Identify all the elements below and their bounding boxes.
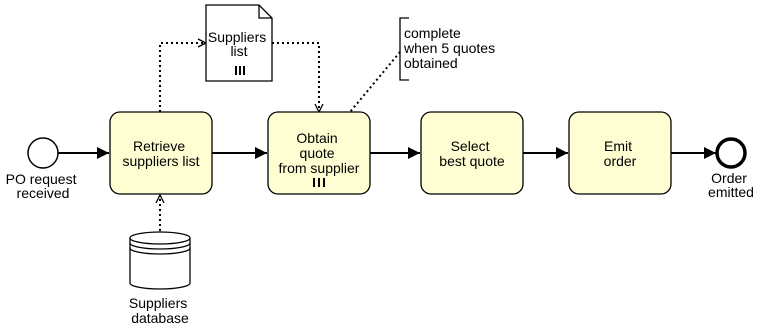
task-box [568, 111, 672, 195]
task-box [267, 111, 371, 195]
task-label: Emit order [604, 138, 637, 169]
task-label: Retrieve suppliers list [122, 138, 199, 169]
text-annotation[interactable]: complete when 5 quotes obtained [399, 17, 499, 81]
association-annotation-to-obtain [349, 51, 401, 113]
task-label: Select best quote [439, 138, 505, 169]
data-store-ring-2 [129, 247, 191, 255]
data-store-top [129, 231, 191, 245]
task-retrieve-suppliers-list[interactable]: Retrieve suppliers list [109, 111, 213, 195]
annotation-bracket [399, 17, 409, 81]
data-object-suppliers-list[interactable]: Suppliers list [205, 4, 273, 82]
data-object-shape [205, 4, 273, 82]
end-event[interactable] [715, 137, 747, 169]
task-box [420, 111, 524, 195]
task-label: Obtain quote from supplier [279, 130, 360, 176]
task-obtain-quote[interactable]: Obtain quote from supplier [267, 111, 371, 195]
data-store-body [129, 238, 191, 290]
collection-marker-icon [235, 66, 245, 75]
task-select-best-quote[interactable]: Select best quote [420, 111, 524, 195]
data-store-suppliers-database[interactable]: Suppliers database [129, 231, 191, 326]
data-associations [159, 42, 401, 231]
dog-ear [258, 5, 272, 19]
association-suppliers-list-to-obtain [272, 42, 319, 112]
data-store-ring-1 [129, 242, 191, 250]
association-retrieve-to-suppliers-list [159, 43, 206, 112]
start-event-label: PO request received [6, 171, 81, 201]
end-event-label: Order emitted [708, 170, 754, 200]
data-object-label: Suppliers list [208, 29, 270, 59]
data-store-label: Suppliers database [129, 295, 191, 326]
annotation-text: complete when 5 quotes obtained [403, 25, 499, 71]
start-event[interactable] [27, 137, 59, 169]
task-emit-order[interactable]: Emit order [568, 111, 672, 195]
multi-instance-parallel-marker-icon [313, 178, 325, 187]
task-box [109, 111, 213, 195]
